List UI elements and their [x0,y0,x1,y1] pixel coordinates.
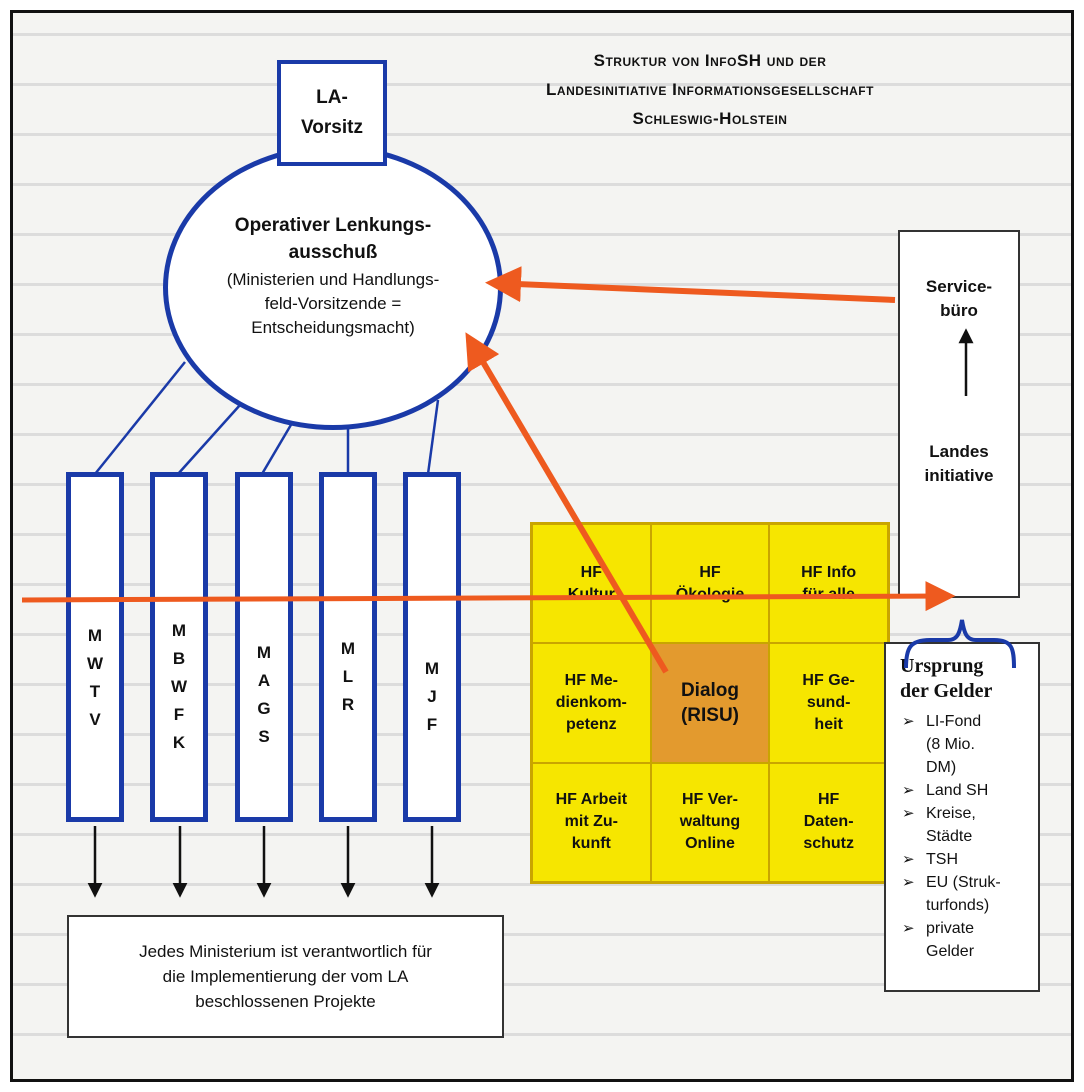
implementation-box: Jedes Ministerium ist verantwortlich für… [67,915,504,1038]
ministry-letter: M [340,639,356,658]
connector-line [426,399,440,475]
ursprung-der-gelder-box: Ursprung der Gelder ➢ LI-Fond (8 Mio. DM… [884,642,1040,992]
la-vorsitz-line-1: LA- [316,87,348,108]
la-vorsitz-line-2: Vorsitz [301,117,363,138]
lenkungsausschuss-title: Operativer Lenkungs- ausschuß [188,212,478,266]
ministry-letter: B [172,649,186,668]
curly-brace-icon [904,619,1016,669]
arrow-bullet-icon: ➢ [902,805,915,822]
list-item: ➢ TSH [900,848,1030,871]
ministry-letter: M [424,659,440,678]
arrow-bullet-icon: ➢ [902,782,915,799]
arrow-bullet-icon: ➢ [902,874,915,891]
ministry-letter: F [426,715,438,734]
source-text: Land SH [926,782,989,799]
arrow-bullet-icon: ➢ [902,713,915,730]
list-item: ➢ LI-Fond (8 Mio. DM) [900,710,1030,779]
ministry-letter: T [89,682,101,701]
ministry-column-mjf: M J F [403,472,461,822]
implementation-line-1: Jedes Ministerium ist verantwortlich für [139,942,432,961]
sources-heading: Ursprung der Gelder [900,654,1030,704]
ministry-letter: A [257,671,271,690]
connector-line [177,404,241,475]
arrow-bullet-icon: ➢ [902,851,915,868]
title-line-3: Schleswig-Holstein [632,109,788,128]
ministry-letter: S [258,727,270,746]
sources-heading-1: Ursprung [900,655,984,677]
sources-heading-2: der Gelder [900,680,993,702]
list-item: ➢ EU (Struk- turfonds) [900,871,1030,917]
landesinitiative-box [898,230,1020,598]
field-verwaltung-online: HF Ver- waltung Online [650,762,770,882]
ministry-letter: W [170,677,188,696]
source-text: Kreise, [926,805,976,822]
source-text: LI-Fond [926,713,982,730]
dialog-arrow [465,332,669,674]
horizontal-orange-arrow [21,581,956,612]
list-item: ➢ Kreise, Städte [900,802,1030,848]
servicebuero-line-2: büro [940,301,978,320]
source-text: private [926,920,975,937]
ministry-letter: W [86,654,104,673]
landesinitiative-line-1: Landes [929,442,989,461]
landesinitiative-line-2: initiative [924,466,994,485]
field-arbeit-mit-zukunft: HF Arbeit mit Zu- kunft [532,762,651,882]
lenkungsausschuss-description: (Ministerien und Handlungs- feld-Vorsitz… [188,268,478,340]
source-text: Städte [926,828,973,845]
source-text: DM) [926,759,957,776]
lenkungsausschuss-title-1: Operativer Lenkungs- [234,215,432,236]
implementation-line-2: die Implementierung der vom LA [162,967,409,986]
source-text: Gelder [926,943,975,960]
ministry-letter: F [173,705,185,724]
ministry-column-mags: M A G S [235,472,293,822]
ministry-letter: G [257,699,271,718]
title-line-2: Landesinitiative Informationsgesellschaf… [546,80,874,99]
source-text: EU (Struk- [926,874,1001,891]
servicebuero-arrow [485,266,896,303]
list-item: ➢ private Gelder [900,917,1030,963]
ministry-column-mwtv: M W T V [66,472,124,822]
lenkungsausschuss-sub-3: Entscheidungsmacht) [251,318,415,337]
lenkungsausschuss-title-2: ausschuß [288,242,378,263]
source-text: TSH [926,851,958,868]
source-text: turfonds) [926,897,990,914]
ministry-column-mbwfk: M B W F K [150,472,208,822]
handlungsfelder-grid: HF Kultur HF Ökologie HF Info für alle H… [530,522,890,884]
ministry-letter: M [256,643,272,662]
lenkungsausschuss-sub-1: (Ministerien und Handlungs- [226,270,440,289]
ministry-letter: J [427,687,437,706]
field-dialog-risu: Dialog (RISU) [650,643,770,763]
field-medienkompetenz: HF Me- dienkom- petenz [532,643,651,763]
field-datenschutz: HF Daten- schutz [769,762,888,882]
ministry-letter: M [87,626,103,645]
la-vorsitz-box: LA- Vorsitz [277,60,387,166]
arrow-bullet-icon: ➢ [902,920,915,937]
list-item: ➢ Land SH [900,779,1030,802]
ministry-letter: M [171,621,187,640]
lenkungsausschuss-sub-2: feld-Vorsitzende = [264,294,402,313]
ministry-letter: R [341,695,355,714]
ministry-letter: V [89,710,101,729]
source-text: (8 Mio. [926,736,975,753]
servicebuero-line-1: Service- [925,277,993,296]
diagram-title: Struktur von InfoSH und der Landesinitia… [460,46,960,133]
sources-list: ➢ LI-Fond (8 Mio. DM) ➢ Land SH ➢ Kreise… [900,710,1030,963]
ministry-column-mlr: M L R [319,472,377,822]
title-line-1: Struktur von InfoSH und der [593,51,827,70]
connector-line [94,361,186,475]
implementation-line-3: beschlossenen Projekte [195,992,376,1011]
landesinitiative-label: Landes initiative [898,440,1020,488]
ministry-letter: K [172,733,186,752]
ministry-letter: L [342,667,354,686]
connector-line [260,417,297,475]
servicebuero-label: Service- büro [898,275,1020,323]
